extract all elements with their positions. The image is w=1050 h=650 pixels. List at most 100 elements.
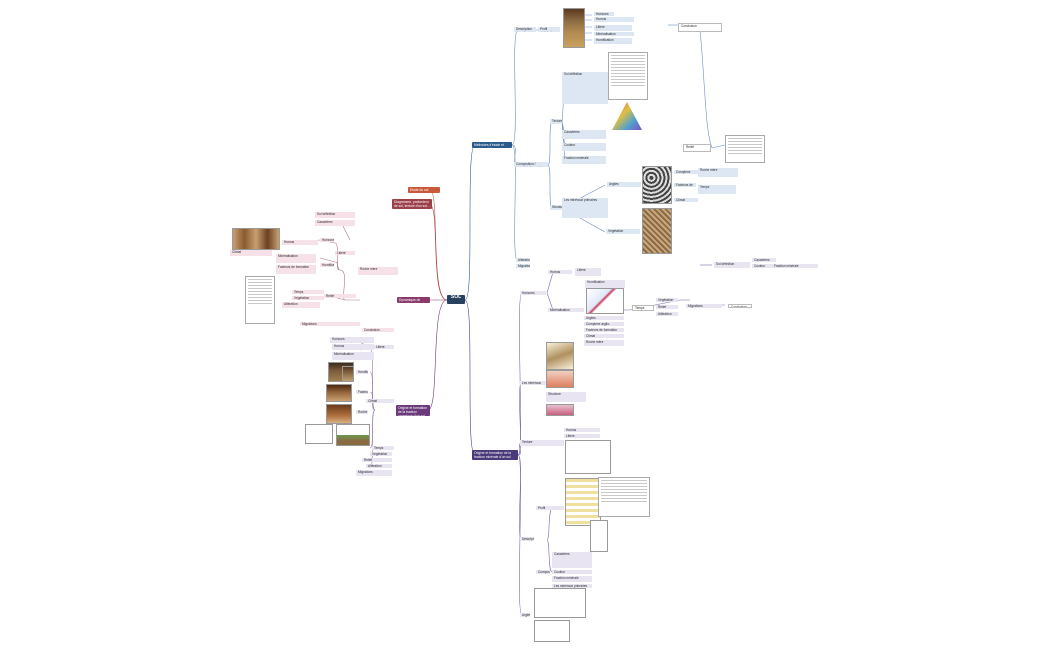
lower-note-1: Argiles	[584, 316, 624, 320]
branch-origine-minerale[interactable]: Origine et formation de la fraction miné…	[472, 450, 518, 460]
structure-description: Les minéraux primaires	[562, 198, 608, 218]
diagram-a	[565, 440, 611, 474]
node-climat[interactable]: Climat	[674, 198, 698, 202]
left-low-node-d[interactable]: Climat	[366, 399, 394, 403]
node-lower-2[interactable]: Humus	[548, 270, 572, 274]
node-lower-6[interactable]: Les minéraux primaires	[520, 381, 546, 385]
branch-etude[interactable]: Etude du sol	[408, 187, 440, 193]
left-node-h[interactable]: Relief	[324, 294, 356, 298]
lower-box-b: Végétation	[656, 298, 678, 302]
left-caption: Climat	[230, 250, 272, 256]
node-lower-11[interactable]: Composition / caractéristiques du sol	[536, 570, 550, 574]
left-low-node-e[interactable]: Roche mère	[356, 410, 368, 414]
node-migrations[interactable]: Migrations	[516, 264, 530, 268]
left-bar: Migrations	[300, 322, 360, 326]
note-box-top: Conclusion	[678, 23, 722, 32]
lower-box-c: Relief	[656, 305, 678, 309]
lower-chart	[586, 288, 624, 314]
lower-box-a: Temps	[632, 305, 654, 311]
left-table	[245, 276, 275, 324]
node-analyses[interactable]: Composition / caractéristiques du sol	[514, 162, 548, 167]
left-low-node-h[interactable]: Relief	[362, 458, 392, 462]
left-low-node-g[interactable]: Végétation	[370, 452, 392, 456]
left-low-node-i[interactable]: Altération	[366, 464, 392, 468]
left-low-3: Minéralisation	[332, 352, 374, 360]
left-node-c[interactable]: Litière	[335, 251, 355, 255]
node-litiere[interactable]: Litière	[594, 25, 632, 31]
node-lower-1[interactable]: Horizons	[520, 291, 546, 295]
left-low-trees	[336, 424, 370, 446]
left-low-node[interactable]: Litière	[374, 345, 394, 349]
lower-note-4: Climat	[584, 334, 624, 338]
texture-table	[608, 52, 648, 100]
node-argiles[interactable]: Argiles	[607, 182, 641, 187]
node-lower-10[interactable]: Profil pédologique	[536, 506, 564, 510]
left-node-i[interactable]: Conclusion	[362, 328, 394, 332]
branch-methodes[interactable]: Méthodes d'étude et cartographie	[472, 142, 512, 148]
lower-note-3: Facteurs de formation	[584, 328, 624, 332]
left-low-node-c[interactable]: Facteurs de formation	[356, 390, 368, 394]
node-description[interactable]: Description du sol	[514, 27, 536, 32]
node-complexe[interactable]: Complexe argilo-humique	[674, 170, 698, 174]
lower-note-9: Couleur	[552, 570, 592, 574]
left-low-node-b[interactable]: Humification	[356, 370, 368, 374]
diagram-d	[534, 588, 586, 618]
lower-box-i: Couleur	[752, 264, 772, 268]
node-humification[interactable]: Humification	[594, 38, 632, 44]
left-low-node-f[interactable]: Temps	[372, 446, 394, 450]
node-fraction: Fraction minérale	[562, 156, 606, 164]
node-vegetation[interactable]: Végétation	[606, 229, 640, 234]
left-low-1: Horizons	[330, 337, 374, 343]
lower-box-j: Fraction minérale	[772, 264, 818, 268]
root-node[interactable]: SOL	[447, 295, 465, 304]
left-node-a[interactable]: Horizons	[320, 238, 334, 242]
node-facteurs[interactable]: Facteurs de formation	[674, 183, 696, 187]
branch-origine-organique[interactable]: Origine et formation de la fraction orga…	[396, 405, 430, 416]
illustration-a	[546, 342, 574, 370]
diagram-b	[565, 478, 601, 526]
left-note-5: Altération	[282, 302, 320, 308]
right-table	[725, 135, 765, 163]
lower-box-h: Caractères	[752, 258, 776, 262]
soil-profile-photo	[563, 8, 585, 48]
left-low-diagram	[305, 424, 333, 444]
diagram-e	[534, 620, 570, 642]
left-note-1: Sol définition	[315, 212, 355, 218]
note-box-right: Relief	[683, 144, 711, 152]
node-humus[interactable]: Humus	[594, 17, 634, 22]
lower-box-g: Sol définition	[714, 262, 750, 268]
left-note-4: Facteurs de formation	[276, 265, 316, 274]
node-structure[interactable]: Structure	[550, 205, 562, 210]
node-lower-4[interactable]: Minéralisation	[548, 308, 584, 312]
node-horizons[interactable]: Horizons	[594, 12, 614, 16]
left-note-3: Minéralisation	[276, 254, 316, 263]
left-node-g[interactable]: Végétation	[292, 296, 324, 300]
left-node-b[interactable]: Humus	[282, 240, 318, 245]
branch-diag[interactable]: Diagramme, profondeur de sol, texture d'…	[392, 199, 432, 209]
note-complexe: Roche mère	[698, 168, 738, 177]
lower-note-11: Les minéraux primaires	[552, 584, 592, 588]
node-lower-3: Litière	[575, 268, 601, 276]
lower-note-10: Fraction minérale	[552, 576, 592, 582]
node-lower-9[interactable]: Description du sol	[520, 537, 534, 541]
left-node-e[interactable]: Roche mère	[358, 267, 398, 275]
node-mineralisation[interactable]: Minéralisation	[594, 32, 634, 36]
node-lower-12[interactable]: Argiles	[520, 613, 530, 617]
lower-box-e: Migrations	[686, 304, 722, 308]
node-texture[interactable]: Texture	[550, 119, 562, 124]
texture-description: Sol définition	[562, 72, 608, 104]
left-node-d[interactable]: Humification	[320, 263, 334, 267]
left-low-node-j[interactable]: Migrations	[356, 470, 392, 476]
illustration-b	[546, 370, 574, 388]
left-low-2: Humus	[332, 344, 374, 350]
node-lower-8[interactable]: Texture	[520, 440, 564, 446]
branch-dynamique[interactable]: Dynamique de formation des sols	[397, 297, 430, 303]
lower-note-2: Complexe argilo-humique	[584, 322, 624, 326]
node-lower-7: Structure	[546, 392, 586, 402]
lower-box-d: Altération	[656, 312, 678, 316]
node-profil[interactable]: Profil pédologique	[538, 27, 560, 32]
left-note-2: Caractères	[315, 220, 355, 226]
left-node-f[interactable]: Temps	[292, 290, 324, 294]
node-alteration[interactable]: Altération	[516, 258, 530, 262]
